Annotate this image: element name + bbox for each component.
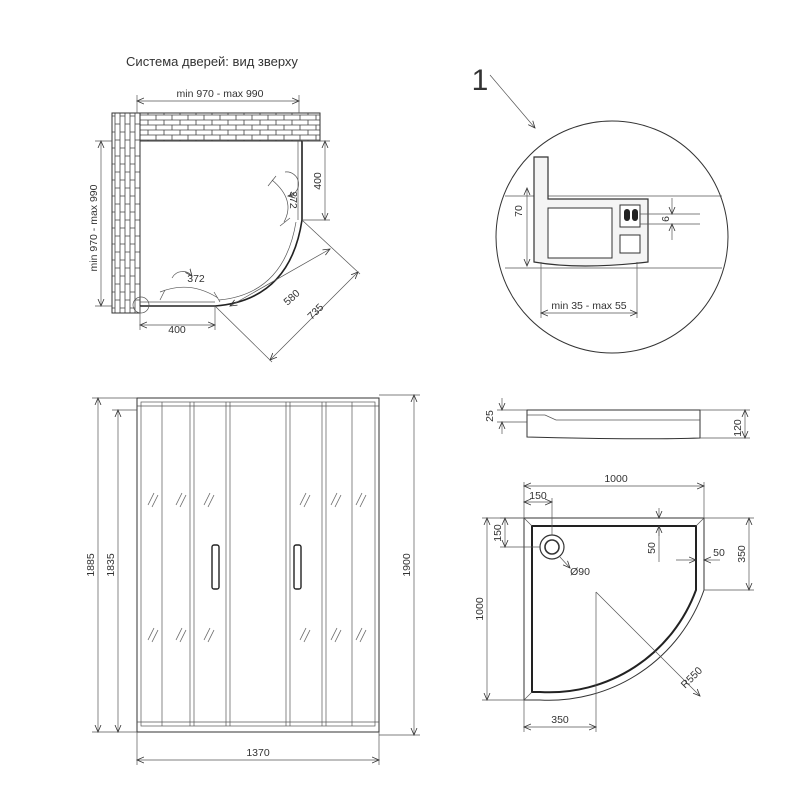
cabin-frame: [136, 397, 380, 733]
door-swing-1-label: 372: [287, 191, 299, 209]
tray-height-label: 120: [732, 419, 744, 437]
top-view-title: Система дверей: вид зверху: [126, 54, 298, 69]
top-view: Система дверей: вид зверху min 970 - max…: [88, 54, 361, 363]
wall-left: [111, 112, 141, 314]
tray-rim-label: 25: [484, 410, 496, 422]
wall-top: [111, 112, 321, 142]
tray-top-view: Ø90 1000 150 150 1000 50 50: [474, 473, 754, 732]
profile-height-label: 70: [513, 205, 525, 217]
swing-arc-1: [284, 171, 299, 196]
detail-callout-marker: [132, 296, 150, 314]
width-range-label: min 970 - max 990: [177, 88, 264, 100]
radius-label: R550: [679, 665, 705, 691]
frame-height-label: 1885: [85, 553, 97, 577]
profile-adjust-label: min 35 - max 55: [551, 300, 626, 312]
diagonal-label: 735: [305, 301, 326, 322]
door-handle-left: [211, 544, 220, 590]
profile-detail: 1 70 6 min 35 - max 55: [472, 64, 729, 354]
profile-gap-label: 6: [660, 216, 672, 222]
door-swing-2-label: 372: [187, 273, 205, 285]
drain-diameter-label: Ø90: [570, 566, 590, 578]
straight-bottom-label: 350: [551, 714, 569, 726]
depth-range-label: min 970 - max 990: [88, 184, 100, 271]
straight-side-label: 350: [736, 545, 748, 563]
tray-depth-label: 1000: [474, 597, 486, 621]
tray-outline: [523, 517, 705, 701]
tray-inner-basin: [531, 525, 697, 694]
rim-x-label: 50: [713, 547, 725, 559]
tray-side-profile: [526, 409, 701, 440]
bottom-panel-label: 400: [168, 324, 186, 336]
outer-height-label: 1900: [401, 553, 413, 577]
front-width-label: 1370: [246, 747, 270, 759]
front-view: 1370 1885 1835 1900: [85, 395, 420, 765]
side-panel-label: 400: [312, 172, 324, 190]
door-handle-right: [293, 544, 302, 590]
drain-offset-y-label: 150: [492, 524, 504, 542]
drain-offset-x-label: 150: [529, 490, 547, 502]
swing-arc-2: [171, 272, 192, 279]
detail-callout-number: 1: [472, 64, 489, 97]
tray-width-label: 1000: [604, 473, 628, 485]
door-height-label: 1835: [105, 553, 117, 577]
opening-label: 580: [281, 287, 302, 308]
drain-inner: [544, 539, 560, 555]
detail-circle: [495, 120, 729, 354]
opening-dimension-line: [230, 249, 330, 306]
rim-y-label: 50: [646, 542, 658, 554]
diagonal-dimension-line: [270, 272, 358, 360]
tray-side-view: 25 120: [484, 398, 750, 440]
